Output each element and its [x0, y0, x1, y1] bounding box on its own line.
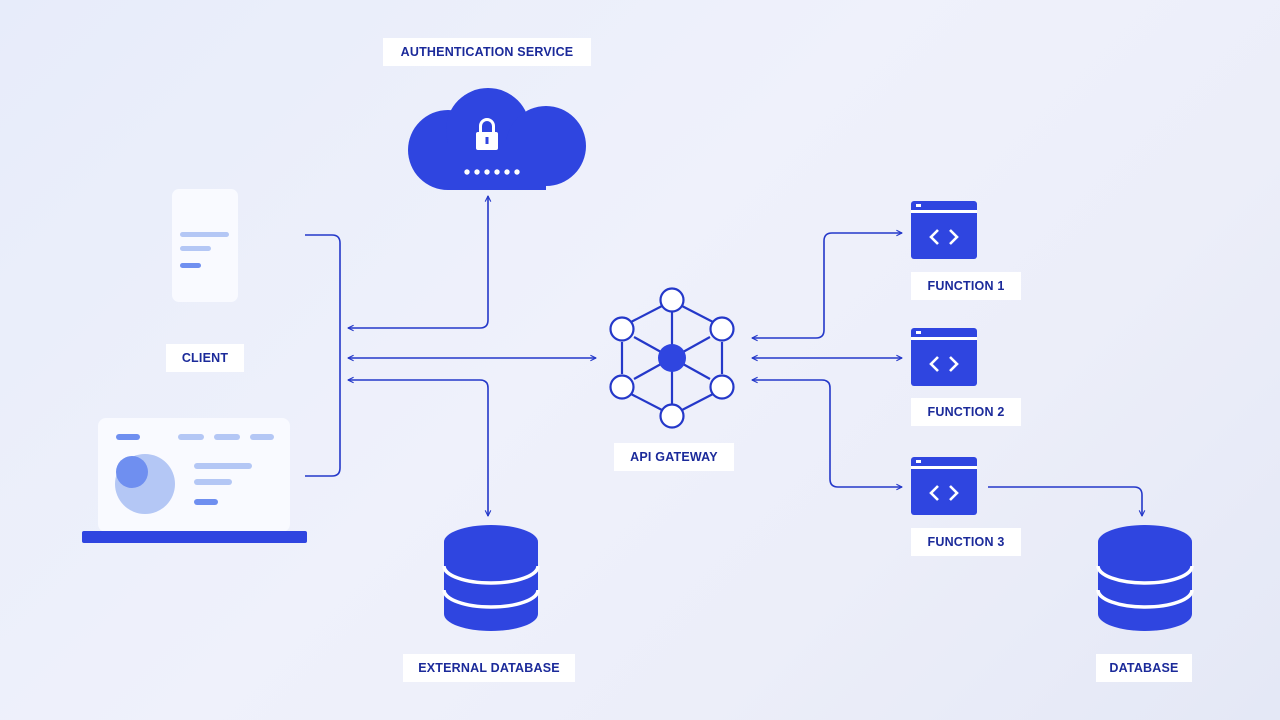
mobile-phone-icon	[172, 189, 238, 302]
function3-connector-arrow	[752, 380, 902, 487]
function1-connector-arrow	[752, 233, 902, 338]
laptop-icon	[82, 418, 307, 543]
cloud-lock-icon	[408, 88, 586, 190]
connectors	[305, 196, 1142, 516]
external-db-connector-arrow	[348, 380, 488, 516]
function-3-label: FUNCTION 3	[911, 528, 1021, 556]
api-gateway-label: API GATEWAY	[614, 443, 734, 471]
function-2-label: FUNCTION 2	[911, 398, 1021, 426]
database-icon-internal	[1096, 525, 1194, 631]
code-window-icon-function-1	[911, 201, 977, 259]
function-1-label: FUNCTION 1	[911, 272, 1021, 300]
database-icon-external	[442, 525, 540, 631]
auth-service-label: AUTHENTICATION SERVICE	[383, 38, 591, 66]
function3-database-arrow	[988, 486, 1142, 516]
code-window-icon-function-2	[911, 328, 977, 386]
database-label: DATABASE	[1096, 654, 1192, 682]
code-window-icon-function-3	[911, 457, 977, 515]
network-hub-icon	[609, 287, 735, 429]
external-database-label: EXTERNAL DATABASE	[403, 654, 575, 682]
client-bracket-line	[305, 234, 341, 477]
auth-connector-arrow	[348, 196, 488, 328]
client-label: CLIENT	[166, 344, 244, 372]
